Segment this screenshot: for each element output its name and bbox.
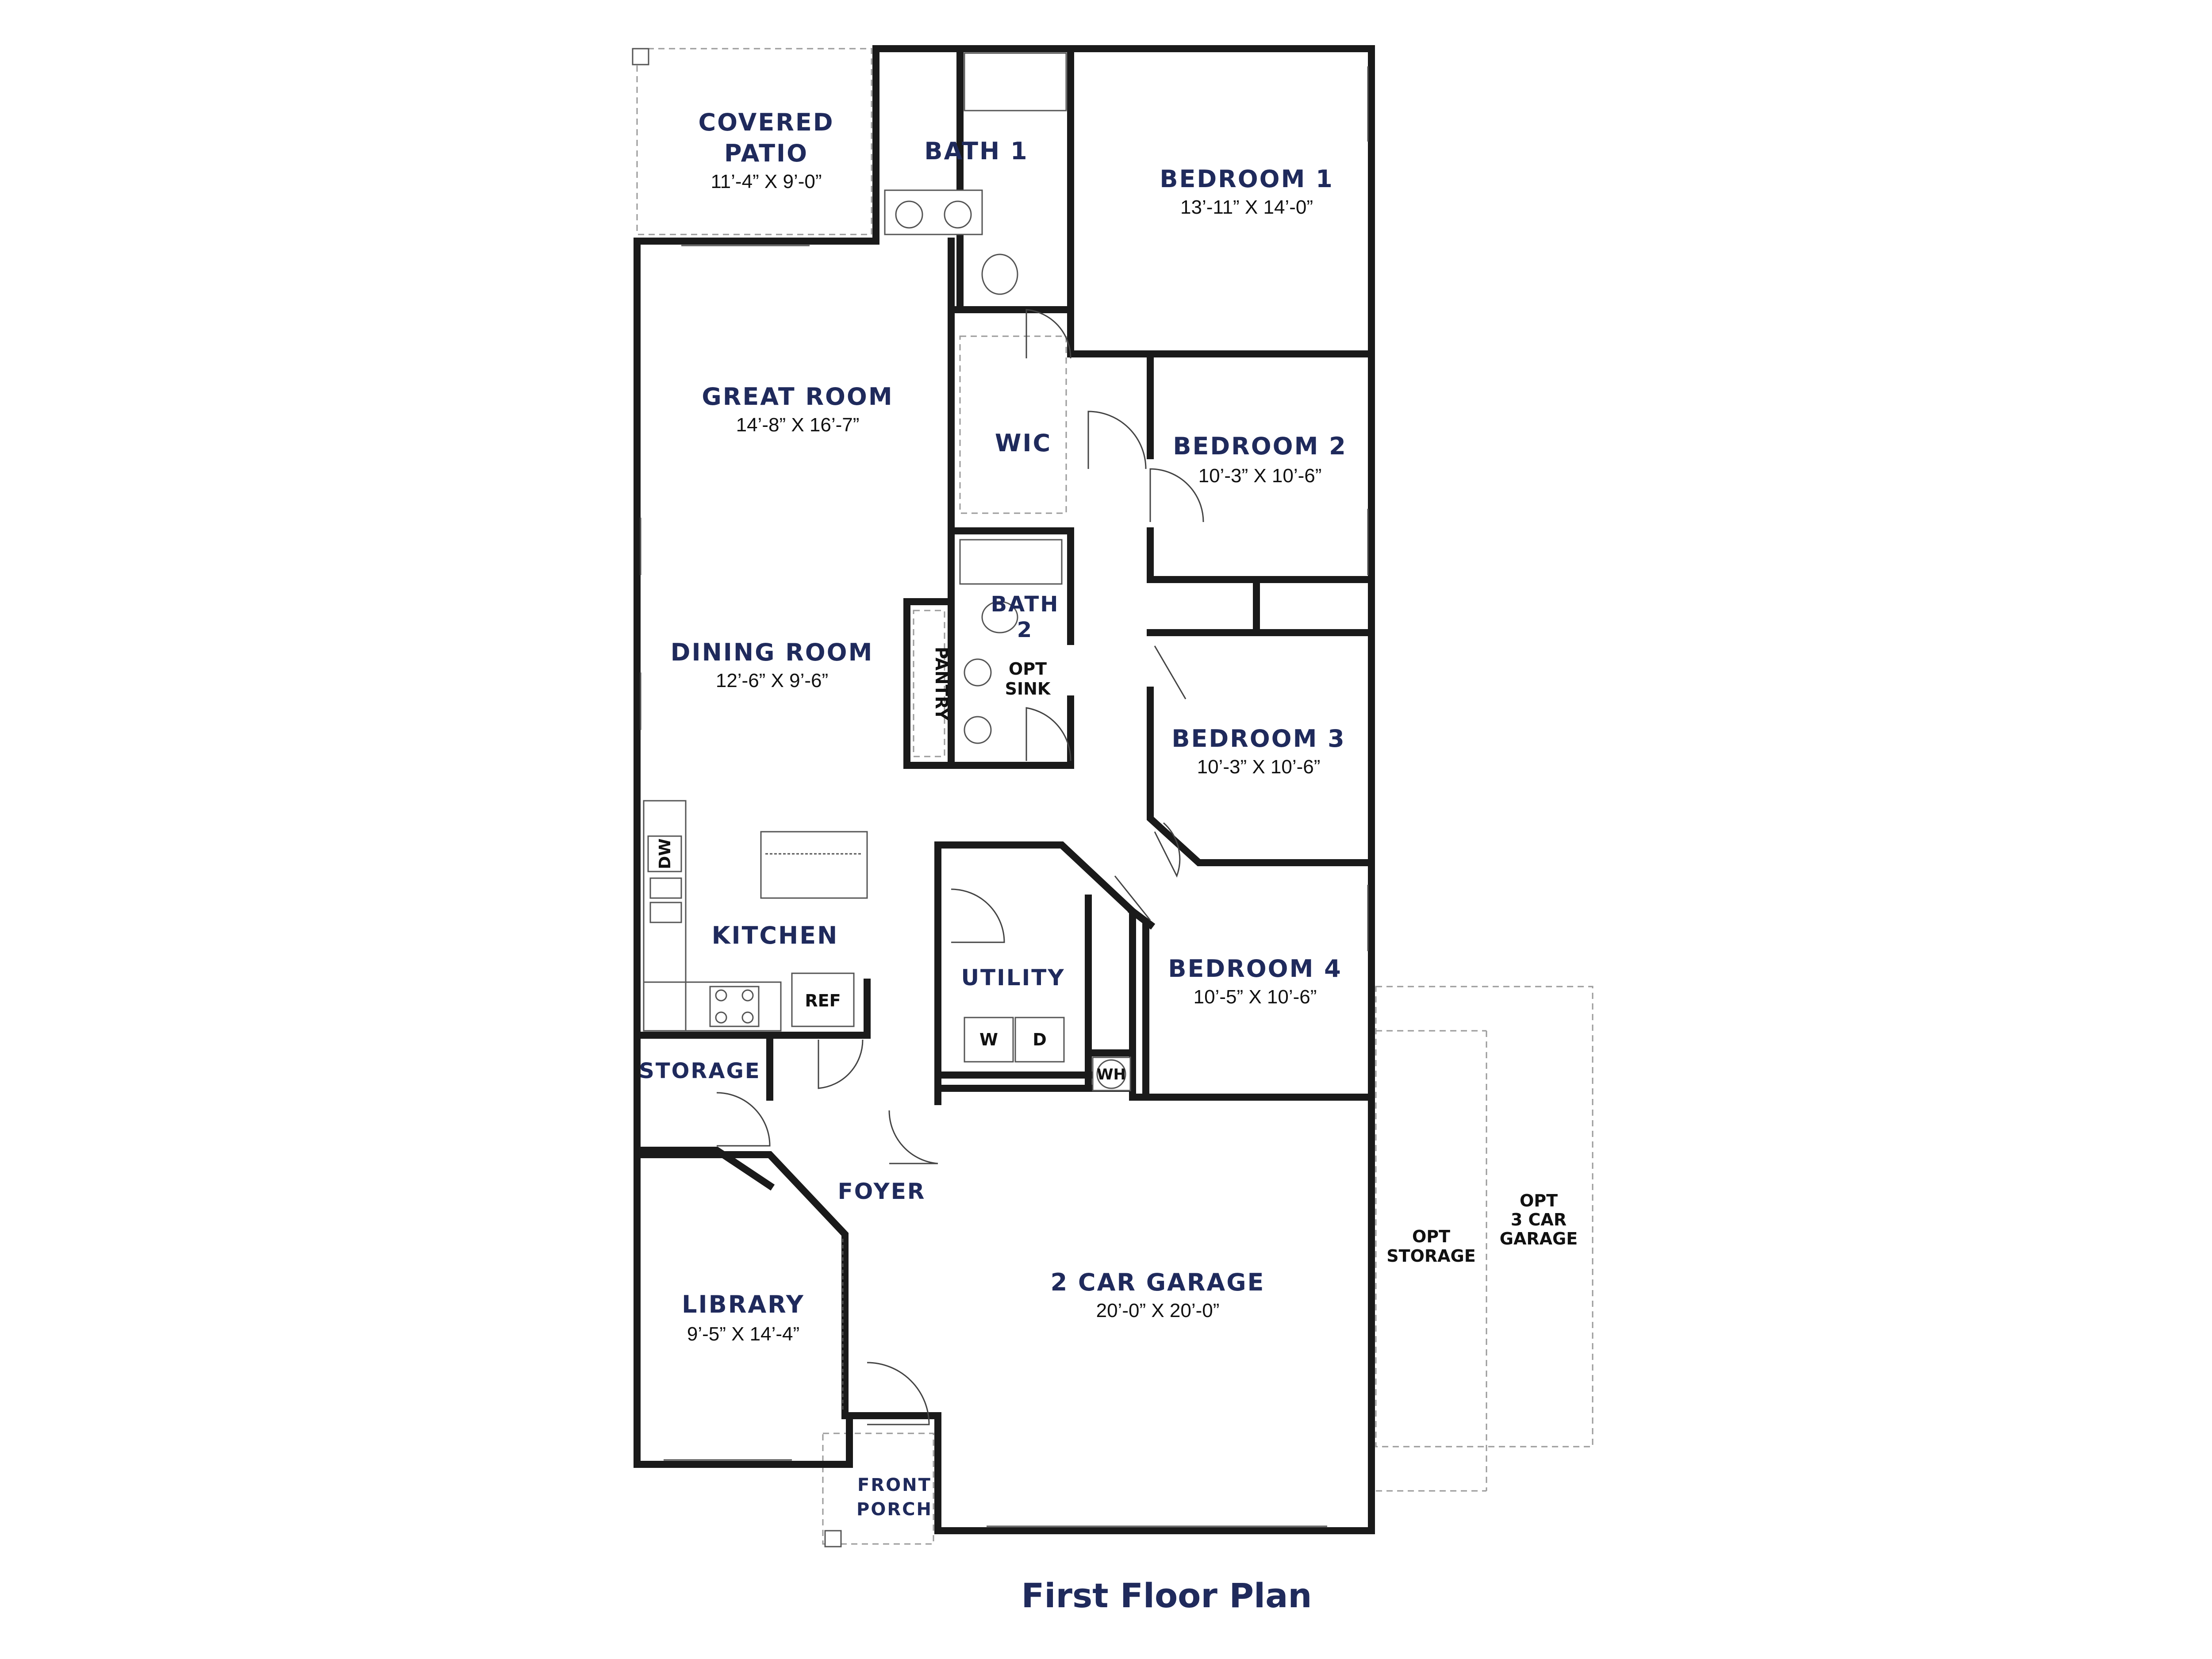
room-great-room: GREAT ROOM 14’-8” X 16’-7” <box>702 383 893 436</box>
room-front-porch: FRONT PORCH <box>856 1475 933 1520</box>
room-bedroom-4: BEDROOM 4 10’-5” X 10’-6” <box>1168 955 1342 1008</box>
optional-extension-outline <box>1375 986 1594 1492</box>
room-name-line: COVERED <box>698 108 834 136</box>
room-dims: 20’-0” X 20’-0” <box>1096 1300 1220 1321</box>
room-utility: UTILITY <box>961 965 1065 991</box>
porch-outline <box>822 1432 934 1548</box>
patio-outline <box>632 48 872 235</box>
opt-storage-label: OPT <box>1412 1227 1450 1246</box>
room-name-line: PATIO <box>724 139 808 167</box>
room-bedroom-3: BEDROOM 3 10’-3” X 10’-6” <box>1171 725 1345 778</box>
opt-storage-label: STORAGE <box>1386 1246 1475 1266</box>
room-foyer: FOYER <box>838 1179 926 1204</box>
dw-label: DW <box>656 838 674 869</box>
room-name-line: BEDROOM 4 <box>1168 955 1342 983</box>
opt-sink-label: SINK <box>1005 679 1051 699</box>
room-wic: WIC <box>995 429 1052 457</box>
room-library: LIBRARY 9’-5” X 14’-4” <box>682 1290 805 1345</box>
room-name-line: 2 <box>1017 618 1033 642</box>
room-name-line: STORAGE <box>639 1059 760 1083</box>
room-covered-patio: COVERED PATIO 11’-4” X 9’-0” <box>698 108 834 192</box>
plan-title: First Floor Plan <box>1022 1576 1312 1615</box>
room-dims: 10’-3” X 10’-6” <box>1197 756 1321 778</box>
room-dims: 9’-5” X 14’-4” <box>687 1323 799 1345</box>
room-bath-2: BATH 2 <box>991 592 1060 642</box>
water-heater-label: WH <box>1097 1066 1126 1083</box>
opt-garage-label: 3 CAR <box>1511 1210 1567 1229</box>
room-bedroom-2: BEDROOM 2 10’-3” X 10’-6” <box>1173 432 1347 487</box>
room-name-line: BEDROOM 1 <box>1160 165 1333 193</box>
room-name-line: 2 CAR GARAGE <box>1051 1268 1265 1296</box>
walls <box>634 45 1375 1534</box>
room-name-line: PORCH <box>856 1499 933 1520</box>
pantry-label: PANTRY <box>932 647 951 721</box>
room-bedroom-1: BEDROOM 1 13’-11” X 14’-0” <box>1160 165 1333 218</box>
room-name-line: LIBRARY <box>682 1290 805 1318</box>
room-dims: 10’-5” X 10’-6” <box>1194 986 1317 1008</box>
room-dims: 13’-11” X 14’-0” <box>1180 196 1313 218</box>
room-name-line: BEDROOM 3 <box>1171 725 1345 753</box>
room-name-line: BEDROOM 2 <box>1173 432 1347 460</box>
room-name-line: FRONT <box>857 1475 932 1495</box>
opt-sink-label: OPT <box>1009 659 1047 679</box>
room-dims: 10’-3” X 10’-6” <box>1198 465 1322 487</box>
room-dims: 11’-4” X 9’-0” <box>710 171 822 192</box>
room-name-line: BATH <box>991 592 1060 617</box>
room-name-line: BATH 1 <box>924 137 1028 165</box>
room-name-line: DINING ROOM <box>671 638 874 666</box>
details <box>640 52 1369 1527</box>
room-bath-1: BATH 1 <box>924 137 1028 165</box>
room-dims: 14’-8” X 16’-7” <box>736 414 860 436</box>
room-name-line: UTILITY <box>961 965 1065 991</box>
room-name-line: GREAT ROOM <box>702 383 893 411</box>
room-name-line: KITCHEN <box>712 922 839 949</box>
room-dining-room: DINING ROOM 12’-6” X 9’-6” <box>671 638 874 691</box>
room-kitchen: KITCHEN <box>712 922 839 949</box>
room-storage: STORAGE <box>639 1059 760 1083</box>
opt-garage-label: OPT <box>1520 1191 1558 1210</box>
ref-label: REF <box>805 991 841 1010</box>
room-name-line: WIC <box>995 429 1052 457</box>
washer-label: W <box>979 1030 998 1049</box>
doors <box>716 309 1204 1425</box>
dryer-label: D <box>1033 1030 1047 1049</box>
room-dims: 12’-6” X 9’-6” <box>716 670 828 691</box>
room-name-line: FOYER <box>838 1179 926 1204</box>
room-garage: 2 CAR GARAGE 20’-0” X 20’-0” <box>1051 1268 1265 1321</box>
opt-garage-label: GARAGE <box>1500 1229 1578 1248</box>
